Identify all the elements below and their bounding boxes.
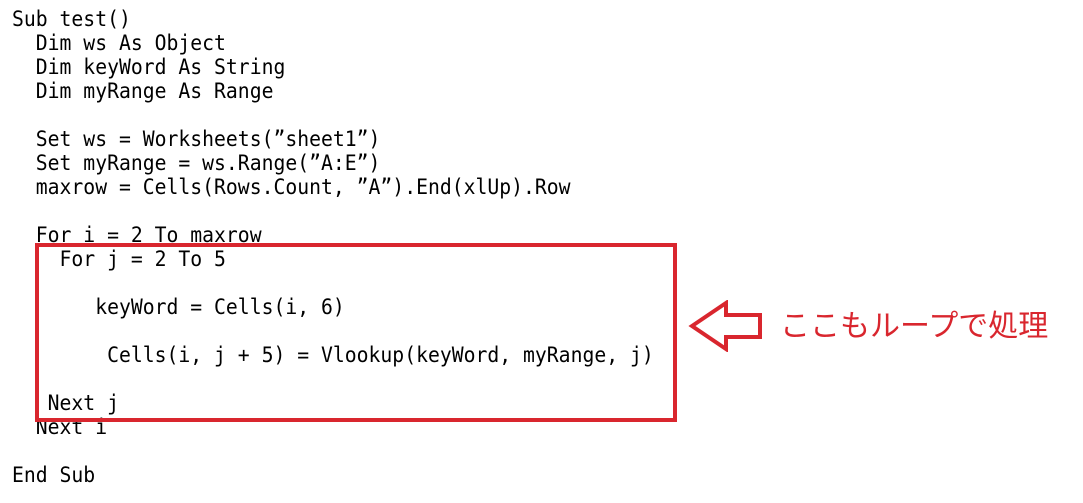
code-line-4: Dim myRange As Range [12, 79, 274, 103]
left-arrow-outline-icon [688, 300, 762, 352]
loop-highlight-box [35, 243, 677, 422]
code-line-1: Sub test() [12, 7, 131, 31]
code-line-2: Dim ws As Object [12, 31, 226, 55]
annotation-label: ここもループで処理 [780, 309, 1049, 344]
code-line-20: End Sub [12, 463, 96, 487]
code-line-3: Dim keyWord As String [12, 55, 286, 79]
code-line-15: Cells(i, j + 5) = Vlookup(keyWord, myRan… [12, 343, 654, 367]
code-line-11: For j = 2 To 5 [12, 247, 226, 271]
code-line-13: keyWord = Cells(i, 6) [12, 295, 345, 319]
code-line-6: Set ws = Worksheets(”sheet1”) [12, 127, 381, 151]
code-line-8: maxrow = Cells(Rows.Count, ”A”).End(xlUp… [12, 175, 571, 199]
code-line-17: Next j [12, 391, 119, 415]
code-line-7: Set myRange = ws.Range(”A:E”) [12, 151, 381, 175]
